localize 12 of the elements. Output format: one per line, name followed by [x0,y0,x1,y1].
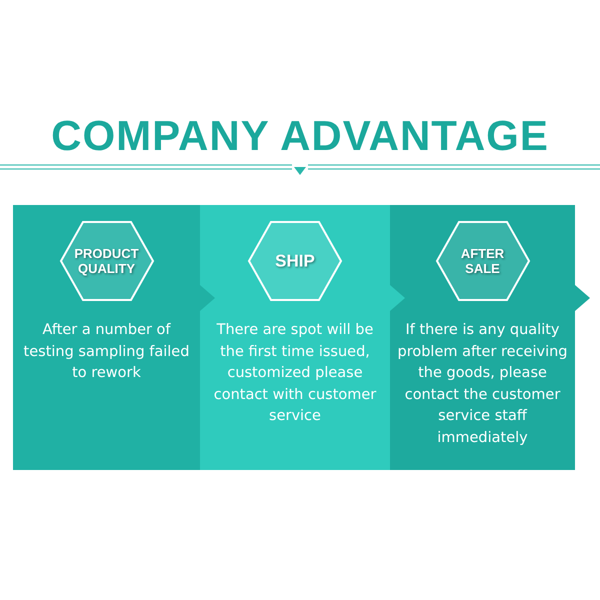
panel [13,205,215,470]
badge-label: AFTER SALE [460,246,506,276]
description-text: If there is any quality problem after receiving the goods, please contact the customer service staff immediately [398,321,568,448]
title: COMPANY ADVANTAGE [50,112,550,160]
hexagon-badge [434,220,530,302]
panel [390,205,590,470]
badge-label: PRODUCT QUALITY [73,246,140,276]
hexagon-badge [247,220,343,302]
description-text: There are spot will be the first time issued, customized please contact with customer service [212,321,378,426]
description-text: After a number of testing sampling failed to rework [22,321,190,383]
badge-label: SHIP [274,254,316,268]
hexagon-badge [58,220,154,302]
